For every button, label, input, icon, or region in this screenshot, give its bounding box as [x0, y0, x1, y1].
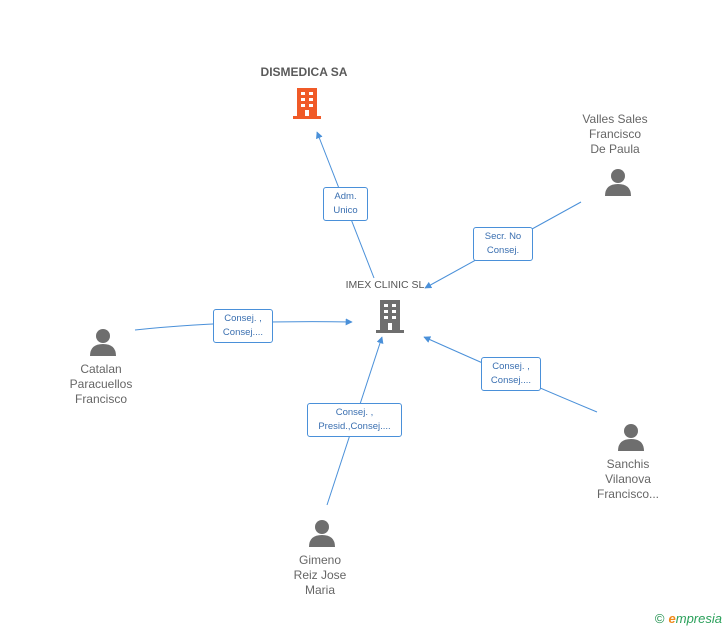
person-name-line: Vilanova	[605, 472, 651, 486]
person-name-line: De Paula	[590, 142, 640, 156]
brand-name: mpresia	[675, 611, 722, 626]
building-icon[interactable]	[373, 298, 407, 334]
edge-label-secr[interactable]: Secr. No Consej.	[473, 227, 533, 261]
copyright-symbol: ©	[654, 611, 665, 626]
person-name-line: Paracuellos	[69, 377, 133, 391]
edge-label-adm-unico[interactable]: Adm. Unico	[323, 187, 368, 221]
person-icon[interactable]	[616, 422, 646, 452]
company-name-dismedica[interactable]: DISMEDICA SA	[260, 65, 348, 79]
person-name-line: Valles Sales	[582, 112, 648, 126]
edge-label-line: Presid.,Consej....	[318, 421, 391, 432]
edge-label-line: Consej....	[490, 375, 532, 386]
person-name-line: Catalan	[80, 362, 122, 376]
edge-label-line: Consej....	[222, 327, 264, 338]
edge-label-line: Unico	[333, 205, 358, 216]
edge-label-line: Adm.	[334, 191, 357, 202]
company-name-imex[interactable]: IMEX CLINIC SL	[345, 279, 425, 291]
person-icon[interactable]	[603, 167, 633, 197]
empresia-logo[interactable]: ©empresia	[655, 611, 722, 626]
edge-label-line: Consej. ,	[224, 313, 262, 324]
person-icon[interactable]	[88, 327, 118, 357]
edge-label-line: Consej.	[486, 245, 520, 256]
edge-label-catalan[interactable]: Consej. , Consej....	[213, 309, 273, 343]
person-name-line: Maria	[304, 583, 335, 597]
person-name-line: Francisco...	[596, 487, 659, 501]
edge-label-line: Consej. ,	[335, 407, 374, 418]
edge-label-line: Consej. ,	[492, 361, 530, 372]
person-name-line: Gimeno	[298, 553, 342, 567]
edge-label-gimeno[interactable]: Consej. , Presid.,Consej....	[307, 403, 402, 437]
person-icon[interactable]	[307, 518, 337, 548]
person-name-catalan[interactable]: Catalan Paracuellos Francisco	[51, 362, 151, 407]
person-name-sanchis[interactable]: Sanchis Vilanova Francisco...	[578, 457, 678, 502]
person-name-line: Reiz Jose	[293, 568, 347, 582]
brand-first-letter: e	[668, 611, 676, 626]
edge-label-sanchis[interactable]: Consej. , Consej....	[481, 357, 541, 391]
building-icon[interactable]	[291, 86, 323, 120]
person-name-gimeno[interactable]: Gimeno Reiz Jose Maria	[270, 553, 370, 598]
edge-label-line: Secr. No	[484, 231, 522, 242]
person-name-line: Francisco	[74, 392, 127, 406]
person-name-valles[interactable]: Valles Sales Francisco De Paula	[565, 112, 665, 157]
person-name-line: Francisco	[588, 127, 641, 141]
person-name-line: Sanchis	[606, 457, 650, 471]
